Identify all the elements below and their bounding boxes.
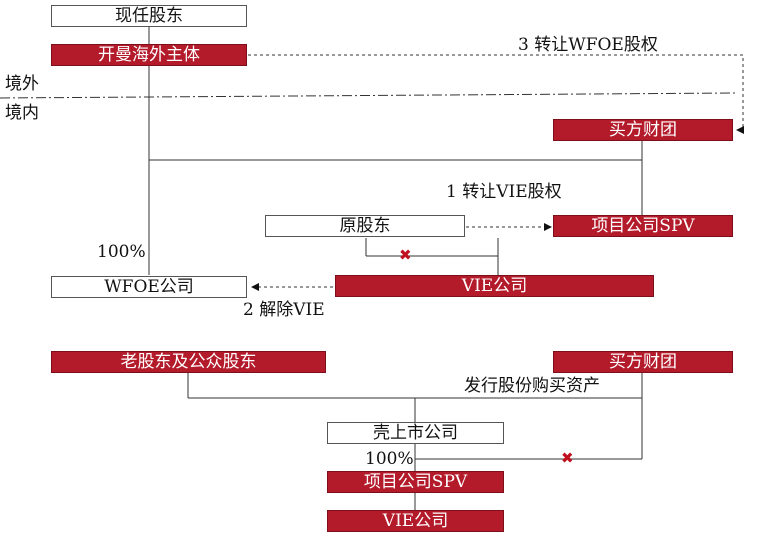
buyer-consortium-box-top: 买方财团	[553, 119, 733, 141]
project-spv-box-top: 项目公司SPV	[553, 215, 733, 237]
onshore-label: 境内	[5, 103, 39, 123]
step3-label: 3 转让WFOE股权	[518, 35, 658, 55]
issue-shares-label: 发行股份购买资产	[464, 376, 600, 396]
shell-company-box: 壳上市公司	[327, 422, 504, 444]
wfoe-company-box: WFOE公司	[51, 276, 247, 298]
buyer-consortium-box-bottom: 买方财团	[553, 351, 733, 373]
cross-mark-icon: ✖	[399, 246, 412, 264]
ownership-pct-top: 100%	[97, 242, 146, 262]
offshore-entity-box: 开曼海外主体	[51, 44, 247, 66]
old-and-public-shareholders-box: 老股东及公众股东	[51, 351, 326, 373]
project-spv-box-bottom: 项目公司SPV	[327, 471, 504, 493]
offshore-label: 境外	[5, 74, 39, 94]
vie-company-box-bottom: VIE公司	[327, 510, 504, 532]
current-shareholders-box: 现任股东	[51, 5, 247, 27]
step2-label: 2 解除VIE	[243, 300, 325, 320]
vie-company-box-top: VIE公司	[335, 275, 654, 297]
original-shareholders-box: 原股东	[265, 215, 465, 237]
ownership-pct-bottom: 100%	[365, 449, 414, 469]
step1-label: 1 转让VIE股权	[446, 182, 562, 202]
cross-mark-icon-bottom: ✖	[561, 449, 574, 467]
